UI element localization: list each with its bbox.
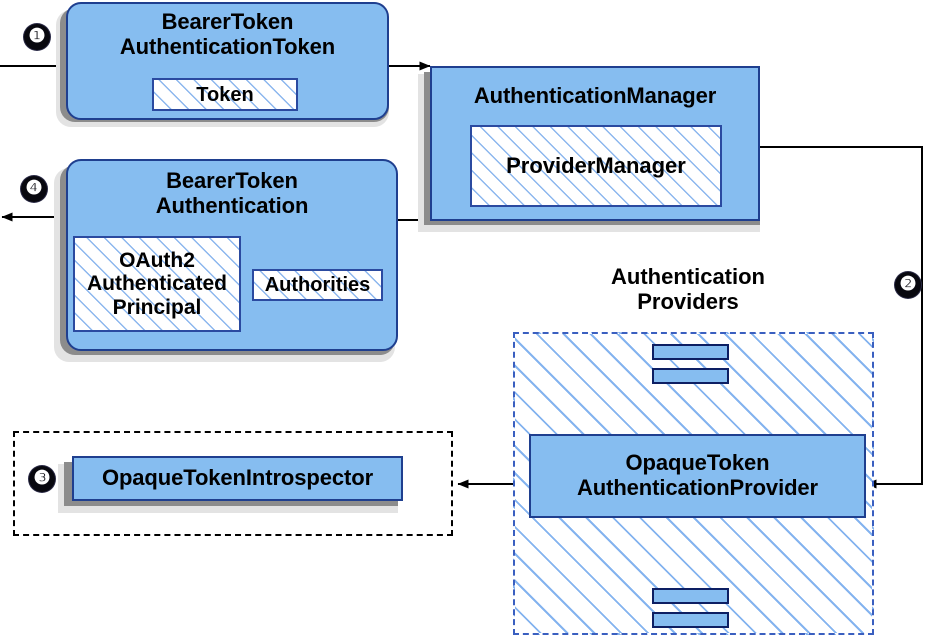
authorities-subbox[interactable]: Authorities bbox=[252, 269, 383, 301]
stack-bar bbox=[652, 344, 729, 360]
step-marker-3: ❸ bbox=[29, 466, 55, 492]
stack-bar bbox=[652, 588, 729, 604]
step-marker-4: ❹ bbox=[21, 176, 47, 202]
stack-bar bbox=[652, 612, 729, 628]
opaque-token-introspector-node[interactable]: OpaqueTokenIntrospector bbox=[72, 456, 403, 501]
step-marker-1: ❶ bbox=[24, 24, 50, 50]
bearer-token-authentication-title: BearerToken Authentication bbox=[155, 168, 309, 218]
authentication-manager-title: AuthenticationManager bbox=[473, 83, 717, 108]
opaque-token-authentication-provider-node[interactable]: OpaqueToken AuthenticationProvider bbox=[529, 434, 866, 518]
stack-bars-bottom-icon bbox=[652, 588, 729, 628]
bearer-token-authentication-token-title: BearerToken AuthenticationToken bbox=[119, 9, 336, 59]
oauth2-authenticated-principal-subbox[interactable]: OAuth2 Authenticated Principal bbox=[73, 236, 241, 332]
opaque-token-introspector-group bbox=[13, 431, 453, 536]
opaque-token-introspector-title: OpaqueTokenIntrospector bbox=[101, 465, 374, 491]
stack-bars-top-icon bbox=[652, 344, 729, 384]
stack-bar bbox=[652, 368, 729, 384]
authentication-providers-label: Authentication Providers bbox=[611, 264, 765, 314]
opaque-token-authentication-provider-title: OpaqueToken AuthenticationProvider bbox=[576, 450, 819, 500]
step-marker-2: ❷ bbox=[895, 272, 921, 298]
token-subbox[interactable]: Token bbox=[152, 78, 298, 111]
provider-manager-subbox[interactable]: ProviderManager bbox=[470, 125, 722, 207]
